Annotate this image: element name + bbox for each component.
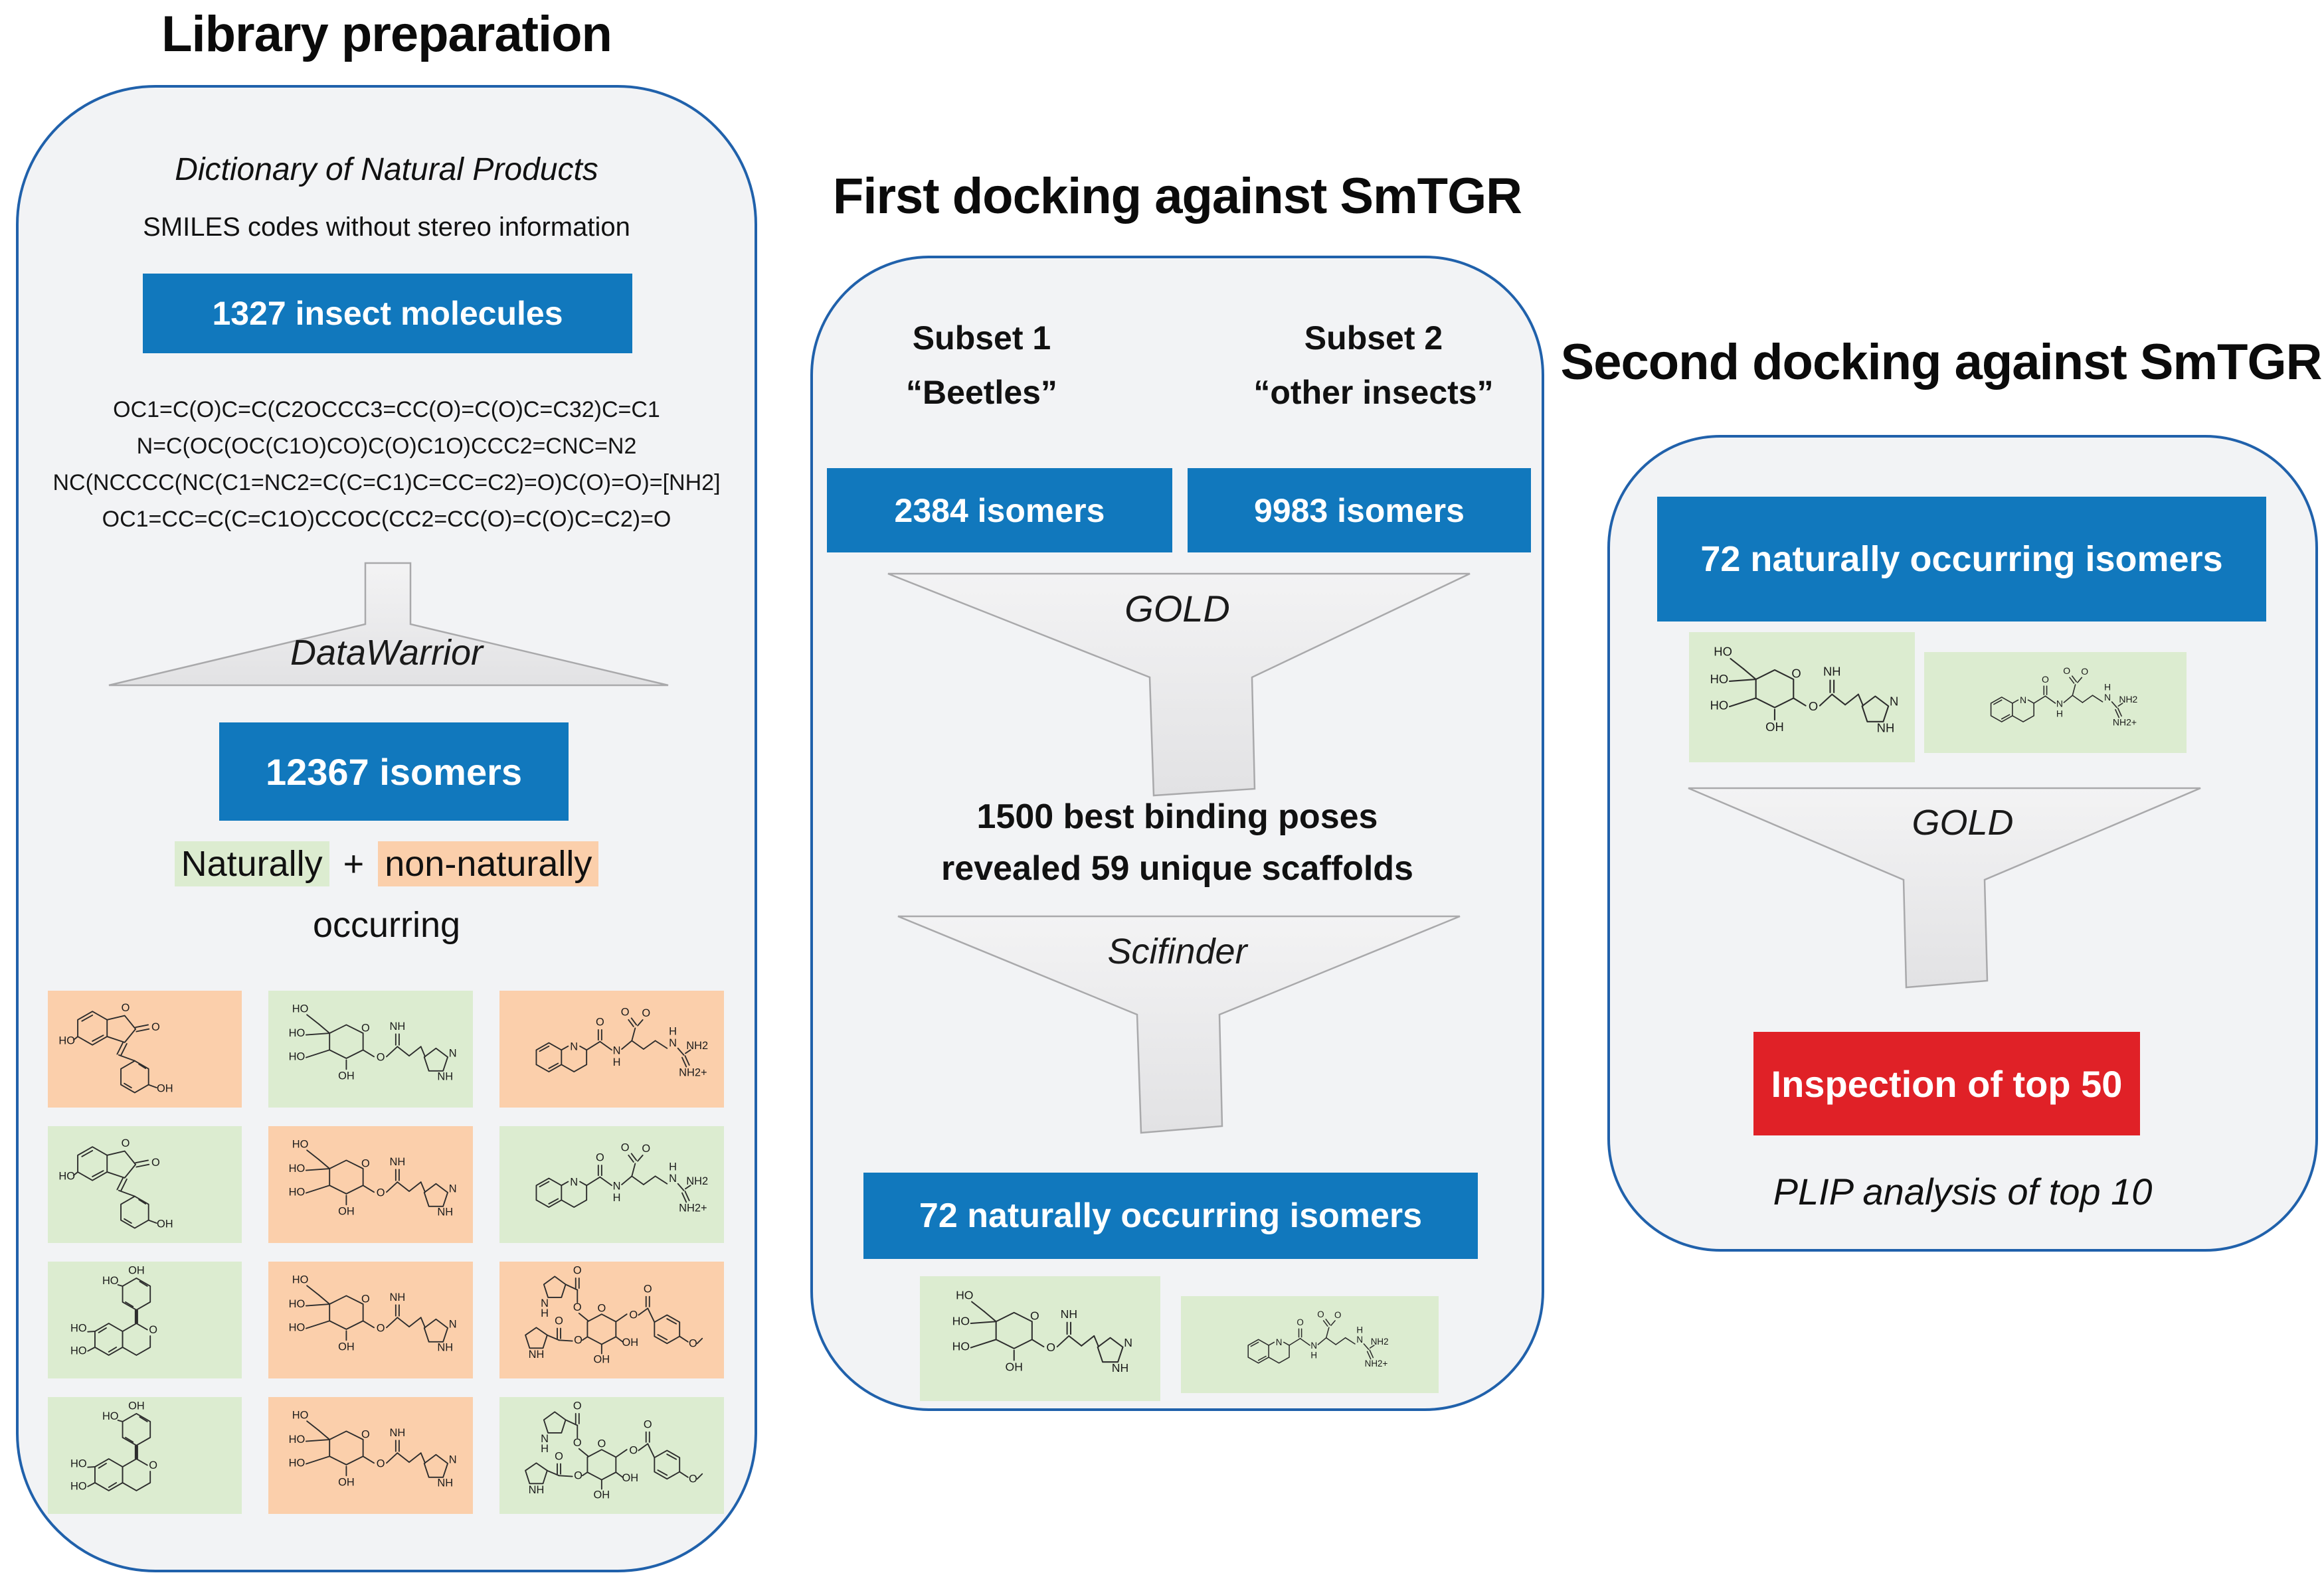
molecule-structure-icon: [525, 1399, 703, 1502]
molecule-card: [1689, 632, 1915, 762]
legend-naturally: Naturally: [174, 841, 329, 886]
smiles-note: SMILES codes without stereo information: [143, 212, 630, 242]
subset1-isomers-badge: 2384 isomers: [827, 468, 1172, 552]
molecule-structure-icon: [951, 1287, 1134, 1376]
binding-poses-line1: 1500 best binding poses: [976, 797, 1378, 836]
datawarrior-label: DataWarrior: [290, 633, 484, 673]
gold-label-second: GOLD: [1912, 803, 2014, 843]
molecule-structure-icon: [58, 1001, 174, 1096]
smiles-code-block: OC1=C(O)C=C(C2OCCC3=CC(O)=C(O)C=C32)C=C1…: [16, 392, 757, 538]
gold-label-first: GOLD: [1124, 588, 1230, 629]
left-section-title: Library preparation: [161, 6, 612, 62]
molecule-card: [268, 991, 473, 1108]
molecule-card: [499, 991, 724, 1108]
insect-molecules-badge: 1327 insect molecules: [143, 274, 632, 353]
naturally-occurring-badge-middle: 72 naturally occurring isomers: [863, 1173, 1478, 1259]
molecule-card: [268, 1262, 473, 1378]
naturally-occurring-badge-right: 72 naturally occurring isomers: [1657, 497, 2266, 622]
plip-analysis-note: PLIP analysis of top 10: [1773, 1171, 2153, 1212]
molecule-structure-icon: [288, 1137, 458, 1219]
subset2-isomers-badge: 9983 isomers: [1188, 468, 1531, 552]
datawarrior-funnel-icon: [108, 562, 669, 687]
subset1-heading: Subset 1: [912, 319, 1051, 357]
smiles-line: NC(NCCCC(NC(C1=NC2=C(C=C1)C=CC=C2)=O)C(O…: [52, 470, 721, 495]
smiles-line: OC1=CC=C(C=C1O)CCOC(CC2=CC(O)=C(O)C=C2)=…: [102, 507, 671, 532]
scifinder-label: Scifinder: [1107, 932, 1247, 971]
molecule-card: [268, 1397, 473, 1514]
smiles-line: OC1=C(O)C=C(C2OCCC3=CC(O)=C(O)C=C32)C=C1: [113, 397, 660, 422]
isomers-badge: 12367 isomers: [219, 722, 569, 821]
subset2-name: “other insects”: [1253, 374, 1494, 411]
subset1-name: “Beetles”: [906, 374, 1057, 411]
molecule-structure-icon: [525, 1264, 703, 1367]
molecule-structure-icon: [1709, 643, 1900, 736]
molecule-structure-icon: [288, 1408, 458, 1490]
scifinder-funnel-icon: [897, 915, 1461, 1134]
molecule-card: [48, 1397, 242, 1514]
subset2-heading: Subset 2: [1304, 319, 1443, 357]
molecule-card: [920, 1276, 1160, 1401]
molecule-card: [499, 1126, 724, 1243]
inspection-badge: Inspection of top 50: [1753, 1032, 2140, 1135]
molecule-structure-icon: [535, 1141, 709, 1215]
molecule-card: [48, 1126, 242, 1243]
legend-line-1: Naturally + non-naturally: [16, 841, 757, 886]
legend-non-naturally: non-naturally: [378, 841, 599, 886]
molecule-structure-icon: [1990, 665, 2139, 728]
gold-funnel-second-icon: [1688, 787, 2201, 989]
binding-poses-line2: revealed 59 unique scaffolds: [941, 849, 1413, 888]
database-name: Dictionary of Natural Products: [175, 152, 598, 187]
molecule-card: [268, 1126, 473, 1243]
gold-funnel-icon: [887, 572, 1471, 797]
molecule-card: [499, 1397, 724, 1514]
molecule-structure-icon: [1247, 1308, 1389, 1369]
molecule-grid: [48, 991, 724, 1514]
molecule-card: [1924, 652, 2187, 753]
right-section-title: Second docking against SmTGR: [1560, 334, 2323, 390]
molecule-card: [48, 1262, 242, 1378]
legend-line-2: occurring: [312, 905, 461, 945]
molecule-structure-icon: [288, 1273, 458, 1355]
molecule-structure-icon: [535, 1005, 709, 1080]
molecule-card: [499, 1262, 724, 1378]
middle-section-title: First docking against SmTGR: [832, 168, 1522, 224]
molecule-card: [1181, 1296, 1439, 1393]
molecule-structure-icon: [288, 1002, 458, 1084]
molecule-structure-icon: [58, 1137, 174, 1231]
molecule-structure-icon: [52, 1401, 238, 1510]
molecule-card: [48, 991, 242, 1108]
smiles-line: N=C(OC(OC(C1O)CO)C(O)C1O)CCC2=CNC=N2: [136, 434, 637, 459]
molecule-structure-icon: [52, 1266, 238, 1374]
legend-plus: +: [343, 844, 365, 884]
